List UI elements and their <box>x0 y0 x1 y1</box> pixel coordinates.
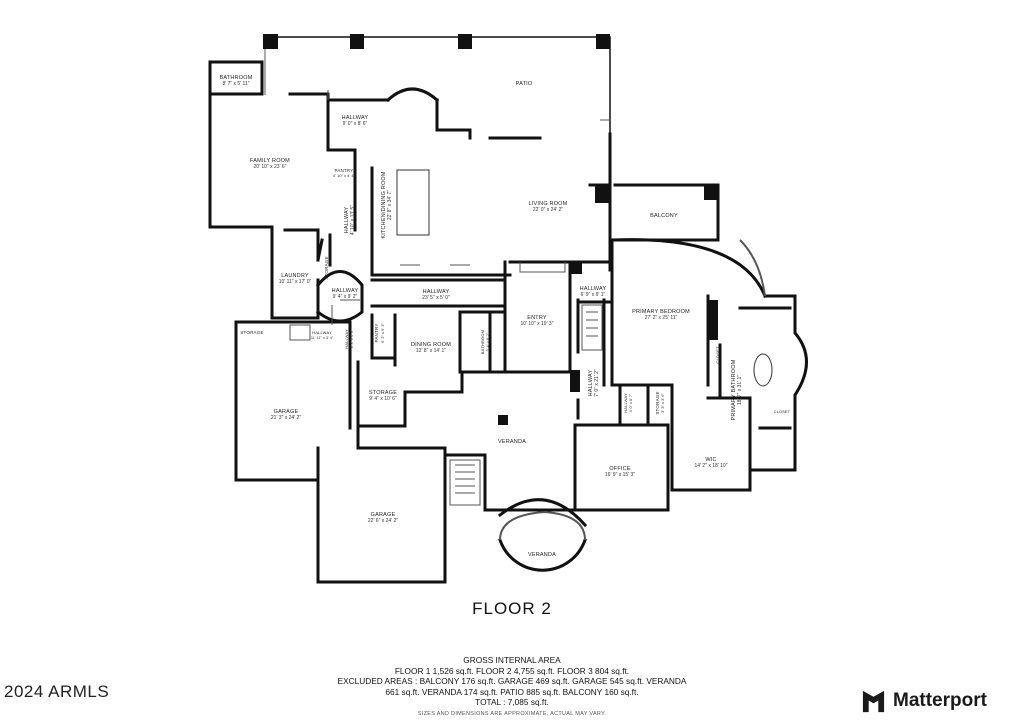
room-dims-hallway-right: 6' 9" x 6' 1" <box>581 292 606 298</box>
room-dims-garage-lower: 22' 6" x 24' 2" <box>368 518 398 524</box>
room-dims-hallway-long: 23' 5" x 5' 0" <box>422 295 450 301</box>
room-name-dining-room: DINING ROOM <box>411 342 451 348</box>
room-name-hallway-small: HALLWAY <box>312 330 332 335</box>
room-dims-hallway-round: 9' 4" x 9' 2" <box>333 294 358 300</box>
room-name-hallway-v3: HALLWAY <box>623 393 628 413</box>
room-dims-office: 16' 9" x 15' 3" <box>605 472 635 478</box>
room-name-bathroom-mid: BATHROOM <box>480 330 485 354</box>
room-name-garage-left: GARAGE <box>274 409 299 415</box>
copyright-text: 2024 ARMLS <box>4 682 110 701</box>
columns <box>263 34 718 425</box>
area-disclaimer: SIZES AND DIMENSIONS ARE APPROXIMATE, AC… <box>417 710 607 717</box>
room-dims-family-room: 20' 10" x 23' 6" <box>254 164 287 170</box>
room-name-patio: PATIO <box>516 81 533 87</box>
room-dims-bathroom-mid: 5' 4" x 6' 2" <box>486 332 490 351</box>
area-line-2: EXCLUDED AREAS : BALCONY 176 sq.ft. GARA… <box>337 676 687 687</box>
walls <box>208 36 808 584</box>
room-dims-laundry: 10' 11" x 17' 0" <box>279 279 312 285</box>
room-dims-entry: 10' 10" x 19' 3" <box>521 321 554 327</box>
thin-lines <box>264 37 766 541</box>
room-name-kitchen: KITCHEN/DINING ROOM <box>381 171 387 239</box>
room-dims-pantry-2: 6' 2" x 9' 3" <box>380 323 385 343</box>
room-name-pantry-2: PANTRY <box>374 323 379 342</box>
room-name-laundry: LAUNDRY <box>281 273 309 279</box>
brand-name: Matterport <box>893 690 987 711</box>
room-dims-primary-bathroom: 18' 7" x 31' 1" <box>737 375 743 405</box>
area-summary: GROSS INTERNAL AREA FLOOR 1 1,526 sq.ft.… <box>262 655 762 720</box>
matterport-logo-icon <box>862 690 885 712</box>
room-name-hallway-long: HALLWAY <box>423 289 450 295</box>
room-dims-dining-room: 12' 8" x 14' 1" <box>416 348 446 354</box>
room-dims-living-room: 22' 0" x 24' 2" <box>533 207 563 213</box>
area-heading: GROSS INTERNAL AREA <box>463 655 561 665</box>
room-name-family-room: FAMILY ROOM <box>250 158 290 164</box>
room-name-entry: ENTRY <box>527 315 547 321</box>
room-name-garage-lower: GARAGE <box>371 512 396 518</box>
room-name-veranda-round: VERANDA <box>528 552 556 558</box>
room-name-hallway-v2: HALLWAY <box>588 370 594 397</box>
room-name-storage-small: STORAGE <box>324 256 329 279</box>
room-name-storage-garage: STORAGE <box>240 330 263 335</box>
room-name-storage-mid: STORAGE <box>369 390 397 396</box>
bathtub <box>753 353 773 387</box>
room-name-hallway-vertical: HALLWAY <box>344 207 350 234</box>
room-dims-storage-v: 3' 3" x 3' 6" <box>660 393 665 413</box>
room-name-hallway-right: HALLWAY <box>580 286 607 292</box>
room-dims-hallway-vertical: 4' 10" x 13' 5" <box>350 205 356 235</box>
room-name-wic: WIC <box>705 457 716 463</box>
room-name-primary-bathroom: PRIMARY BATHROOM <box>731 359 737 420</box>
room-dims-bathroom-top: 8' 7" x 5' 11" <box>222 81 249 87</box>
room-dims-storage-mid: 9' 4" x 10' 6" <box>369 396 397 402</box>
room-name-bathroom-top: BATHROOM <box>220 75 253 81</box>
room-name-primary-bedroom: PRIMARY BEDROOM <box>632 309 690 315</box>
room-name-living-room: LIVING ROOM <box>529 201 568 207</box>
room-name-storage-v: STORAGE <box>655 391 660 414</box>
area-line-4: TOTAL : 7,085 sq.ft. <box>475 697 549 708</box>
room-dims-primary-bedroom: 27' 2" x 25' 11" <box>645 315 678 321</box>
room-name-office: OFFICE <box>609 466 630 472</box>
room-name-balcony: BALCONY <box>650 213 678 219</box>
room-dims-wic: 14' 2" x 18' 10" <box>695 463 728 469</box>
room-dims-garage-left: 21' 3" x 24' 2" <box>271 415 301 421</box>
room-dims-hallway-tiny: 3' 3" x 4' 0" <box>350 329 354 348</box>
room-dims-hallway-v2: 7' 0" x 21' 2" <box>594 369 600 397</box>
area-line-1: FLOOR 1 1,526 sq.ft. FLOOR 2 4,755 sq.ft… <box>394 665 630 676</box>
room-name-veranda-mid: VERANDA <box>498 439 526 445</box>
room-name-hallway-top: HALLWAY <box>342 115 369 121</box>
room-name-pantry-left: PANTRY <box>334 168 353 173</box>
room-name-hallway-round: HALLWAY <box>332 288 359 294</box>
room-dims-hallway-small: 11' 11" x 3' 4" <box>311 336 334 340</box>
area-line-3: 661 sq.ft. VERANDA 174 sq.ft. PATIO 885 … <box>385 686 639 697</box>
kitchen-island <box>396 169 430 236</box>
room-dims-hallway-top: 9' 0" x 8' 6" <box>343 121 368 127</box>
room-dims-pantry-left: 4' 10" x 4' 4" <box>333 173 356 178</box>
room-labels: BATHROOM 8' 7" x 5' 11" FAMILY ROOM 20' … <box>220 75 791 558</box>
floor-title: FLOOR 2 <box>472 599 552 618</box>
room-name-closet: CLOSET <box>715 346 720 364</box>
room-name-hallway-tiny: HALLWAY <box>344 329 349 349</box>
room-dims-hallway-v3: 4' 0" x 6' 7" <box>629 393 633 412</box>
room-dims-kitchen: 22' 8" x 34' 7" <box>387 190 393 220</box>
room-name-closet-2: CLOSET <box>774 410 791 414</box>
brand-mark: Matterport <box>861 687 987 715</box>
